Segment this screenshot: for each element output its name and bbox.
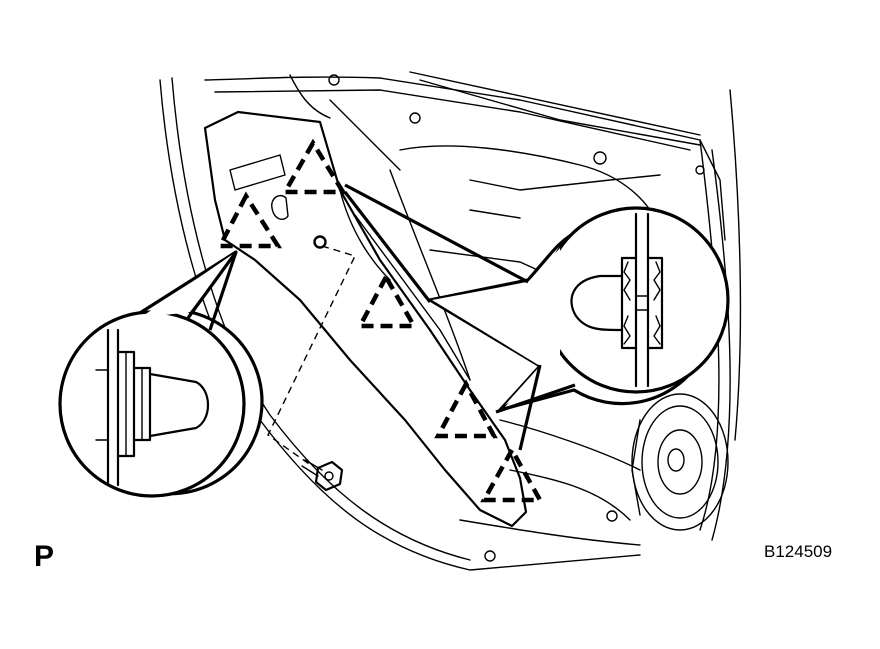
clip-marker-1 [281,138,348,195]
figure-id-label: B124509 [764,542,833,561]
bolt-leader-line [267,245,356,467]
right-clip-detail [570,212,664,388]
door-speaker [631,393,729,531]
view-letter-label: P [34,540,55,573]
clip-marker-5 [480,445,544,503]
clip-marker-2 [216,191,283,249]
clip-marker-4 [434,379,498,439]
bolt-icon [301,459,344,492]
left-clip-detail [95,328,209,487]
clip-markers [216,138,544,503]
clip-marker-3 [356,272,418,329]
trim-bracket [203,110,528,528]
left-clip-callout [58,250,264,498]
right-clip-callout [343,183,730,451]
